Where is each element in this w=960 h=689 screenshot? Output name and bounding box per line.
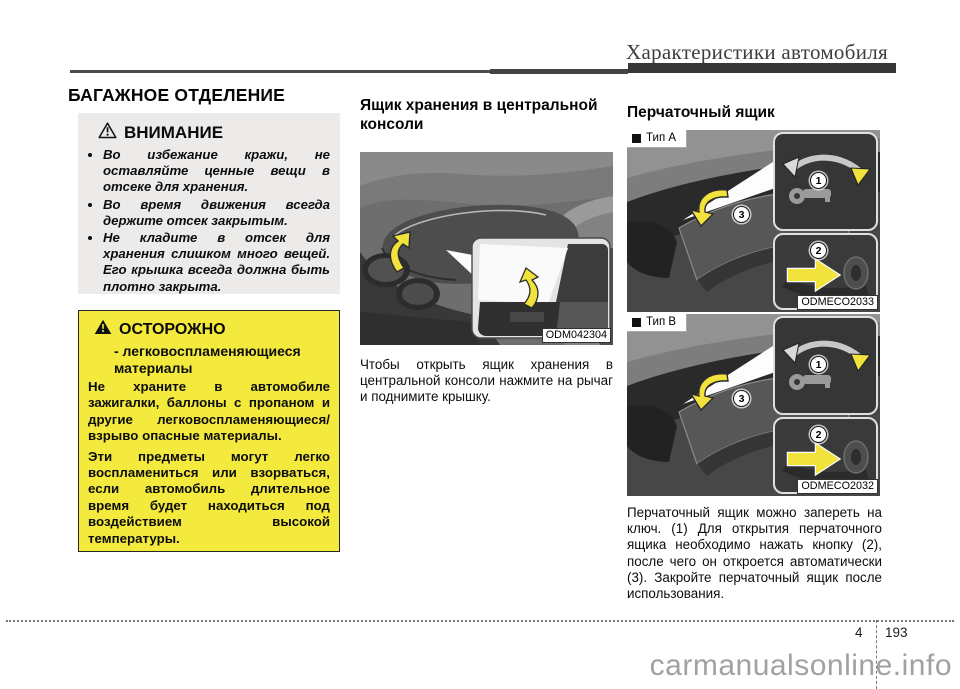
glovebox-photo-illustration (627, 130, 880, 312)
warning-triangle-outline-icon (98, 122, 117, 144)
press-button-arrow-icon (786, 441, 842, 477)
warning-triangle-filled-icon (94, 319, 112, 340)
console-storage-photo: ODM042304 (360, 152, 613, 345)
glovebox-section-body: Перчаточный ящик можно запереть на ключ.… (627, 505, 882, 602)
press-button-arrow-icon (786, 257, 842, 293)
photo-code-label: ODMECO2033 (797, 294, 878, 310)
attention-bullet: Во избежание кражи, не оставляйте ценные… (103, 147, 330, 196)
photo-code-label: ODMECO2032 (797, 478, 878, 494)
caution-paragraph: Не храните в автомобиле зажигалки, балло… (88, 379, 330, 444)
caution-box: ОСТОРОЖНО - легковоспламеняющиеся матери… (78, 310, 340, 552)
chapter-number: 4 (855, 625, 863, 640)
photo-code-label: ODM042304 (541, 327, 611, 343)
console-section-body: Чтобы открыть ящик хранения в центрально… (360, 357, 613, 405)
type-label-text: Тип B (646, 316, 677, 328)
step-1-badge: 1 (810, 356, 827, 373)
step-2-badge: 2 (810, 242, 827, 259)
console-section-title: Ящик хранения в центральной консоли (360, 97, 598, 133)
key-turn-arrow-icon (782, 154, 871, 187)
type-b-label: Тип B (627, 314, 688, 332)
attention-box: ВНИМАНИЕ Во избежание кражи, не оставляй… (78, 113, 340, 294)
step-2-badge: 2 (810, 426, 827, 443)
step-3-badge: 3 (733, 390, 750, 407)
page-title: БАГАЖНОЕ ОТДЕЛЕНИЕ (68, 85, 286, 105)
header-rule-thick (628, 63, 896, 73)
glovebox-photo-type-a: Тип A 1 2 3 ODMECO2033 (627, 130, 880, 312)
open-arrow-icon (689, 373, 729, 412)
caution-subtitle: - легковоспламеняющиеся материалы (114, 343, 301, 376)
glovebox-photo-illustration (627, 314, 880, 496)
type-label-text: Тип A (646, 132, 677, 144)
page-number: 193 (885, 625, 908, 640)
console-photo-illustration (360, 152, 613, 345)
step-1-badge: 1 (810, 172, 827, 189)
attention-bullet: Во время движения всегда держите отсек з… (103, 197, 330, 229)
step-3-badge: 3 (733, 206, 750, 223)
lever-arrow-icon (389, 231, 411, 273)
attention-list: Во избежание кражи, не оставляйте ценные… (88, 147, 330, 295)
caution-paragraph: Эти предметы могут легко воспламениться … (88, 448, 330, 546)
attention-bullet: Не кладите в отсек для хранения слишком … (103, 230, 330, 295)
black-square-icon (632, 133, 641, 143)
footer-dotted-rule (6, 620, 954, 622)
open-lid-arrow-icon (518, 266, 540, 309)
header-rule-medium (490, 69, 628, 74)
open-arrow-icon (689, 189, 729, 228)
caution-title-row: ОСТОРОЖНО (94, 319, 330, 340)
glovebox-photo-type-b: Тип B 1 2 3 ODMECO2032 (627, 314, 880, 496)
chapter-header: Характеристики автомобиля (626, 40, 888, 64)
header-rule-thin (70, 70, 490, 73)
glovebox-section-title: Перчаточный ящик (627, 104, 775, 121)
key-icon (789, 188, 831, 204)
footer-dashed-divider (876, 620, 877, 689)
attention-title-row: ВНИМАНИЕ (98, 122, 330, 144)
caution-title: ОСТОРОЖНО (119, 320, 226, 338)
watermark: carmanualsonline.info (649, 649, 952, 682)
attention-title: ВНИМАНИЕ (124, 123, 224, 142)
type-a-label: Тип A (627, 130, 688, 148)
black-square-icon (632, 317, 641, 327)
key-icon (789, 374, 831, 390)
key-turn-arrow-icon (782, 340, 871, 373)
